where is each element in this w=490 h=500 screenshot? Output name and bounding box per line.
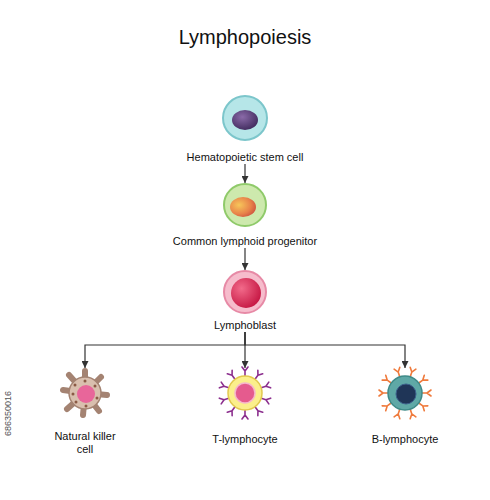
lineage-arrow [244,164,245,183]
lineage-arrow [244,248,245,270]
nk-cell [63,371,107,415]
diagram-title: Lymphopoiesis [0,26,490,49]
lineage-arrow [85,332,245,368]
watermark-number: 686350016 [3,391,13,436]
progenitor-cell [224,184,266,226]
cell-label: T-lymphocyte [212,433,277,446]
cell-label: Lymphoblast [214,319,276,332]
cell-label: Hematopoietic stem cell [187,151,304,164]
cell-node: Common lymphoid progenitor [165,183,325,248]
lineage-arrow [245,332,405,368]
t-cell [219,367,270,419]
cell-label: Natural killer cell [45,430,125,456]
cell-node: T-lymphocyte [190,368,300,446]
cell-node: Natural killer cell [45,368,125,456]
cell-label: B-lymphocyte [372,433,439,446]
cell-node: B-lymphocyte [350,368,460,446]
stem-cell [223,96,267,140]
b-cell [379,367,431,418]
lymphoblast-cell [224,271,266,313]
cell-node: Lymphoblast [185,270,305,332]
cell-label: Common lymphoid progenitor [173,235,317,248]
lineage-arrow [244,332,245,368]
cell-node: Hematopoietic stem cell [175,94,315,164]
